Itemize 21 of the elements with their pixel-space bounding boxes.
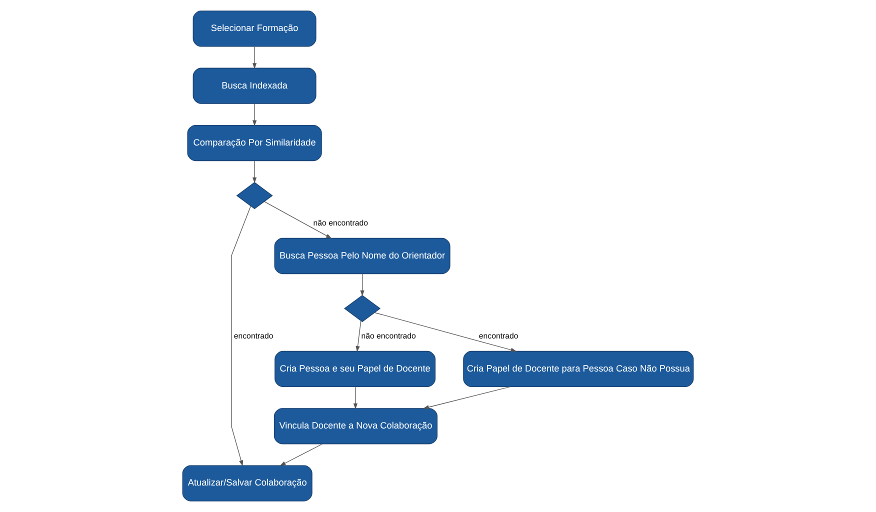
arrow bbox=[422, 386, 510, 410]
arrow bbox=[264, 201, 332, 239]
node-box: Atualizar/Salvar Colaboração bbox=[182, 465, 312, 502]
arrow bbox=[374, 312, 517, 352]
arrow bbox=[280, 444, 323, 466]
node-diamond bbox=[236, 182, 273, 210]
arrow bbox=[356, 320, 362, 352]
node-box: Busca Pessoa Pelo Nome do Orientador bbox=[274, 238, 450, 274]
node-box: Comparação Por Similaridade bbox=[187, 124, 322, 162]
node-box: Selecionar Formação bbox=[192, 10, 316, 47]
arrow bbox=[252, 46, 257, 70]
node-diamond bbox=[344, 295, 381, 322]
arrow bbox=[360, 274, 364, 296]
arrow bbox=[252, 104, 257, 126]
node-box: Vincula Docente a Nova Colaboração bbox=[274, 408, 438, 444]
node-box: Busca Indexada bbox=[192, 68, 316, 104]
arrow bbox=[252, 160, 257, 184]
arrow bbox=[353, 386, 358, 410]
node-box: Cria Papel de Docente para Pessoa Caso Não Possua bbox=[463, 350, 694, 388]
node-box: Cria Pessoa e seu Papel de Docente bbox=[274, 350, 436, 388]
arrow bbox=[231, 206, 252, 466]
